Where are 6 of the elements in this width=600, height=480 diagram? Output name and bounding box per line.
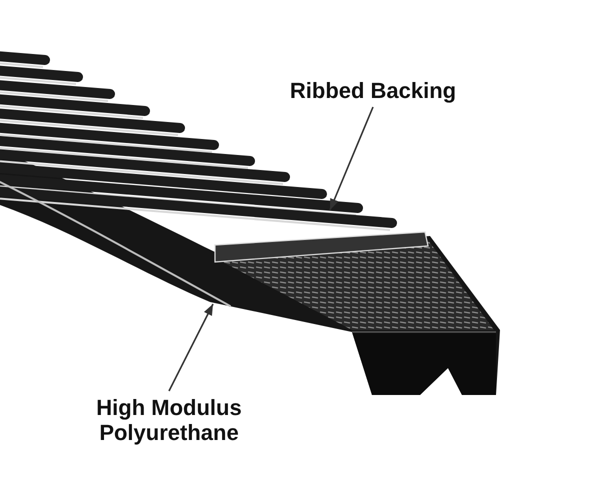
leader-line bbox=[168, 304, 214, 392]
leader-line bbox=[329, 106, 374, 210]
callout-label: Ribbed Backing bbox=[268, 78, 478, 103]
belt-rib bbox=[0, 163, 327, 199]
polyurethane-layer bbox=[0, 181, 231, 307]
callout-label: High Modulus Polyurethane bbox=[74, 395, 264, 445]
